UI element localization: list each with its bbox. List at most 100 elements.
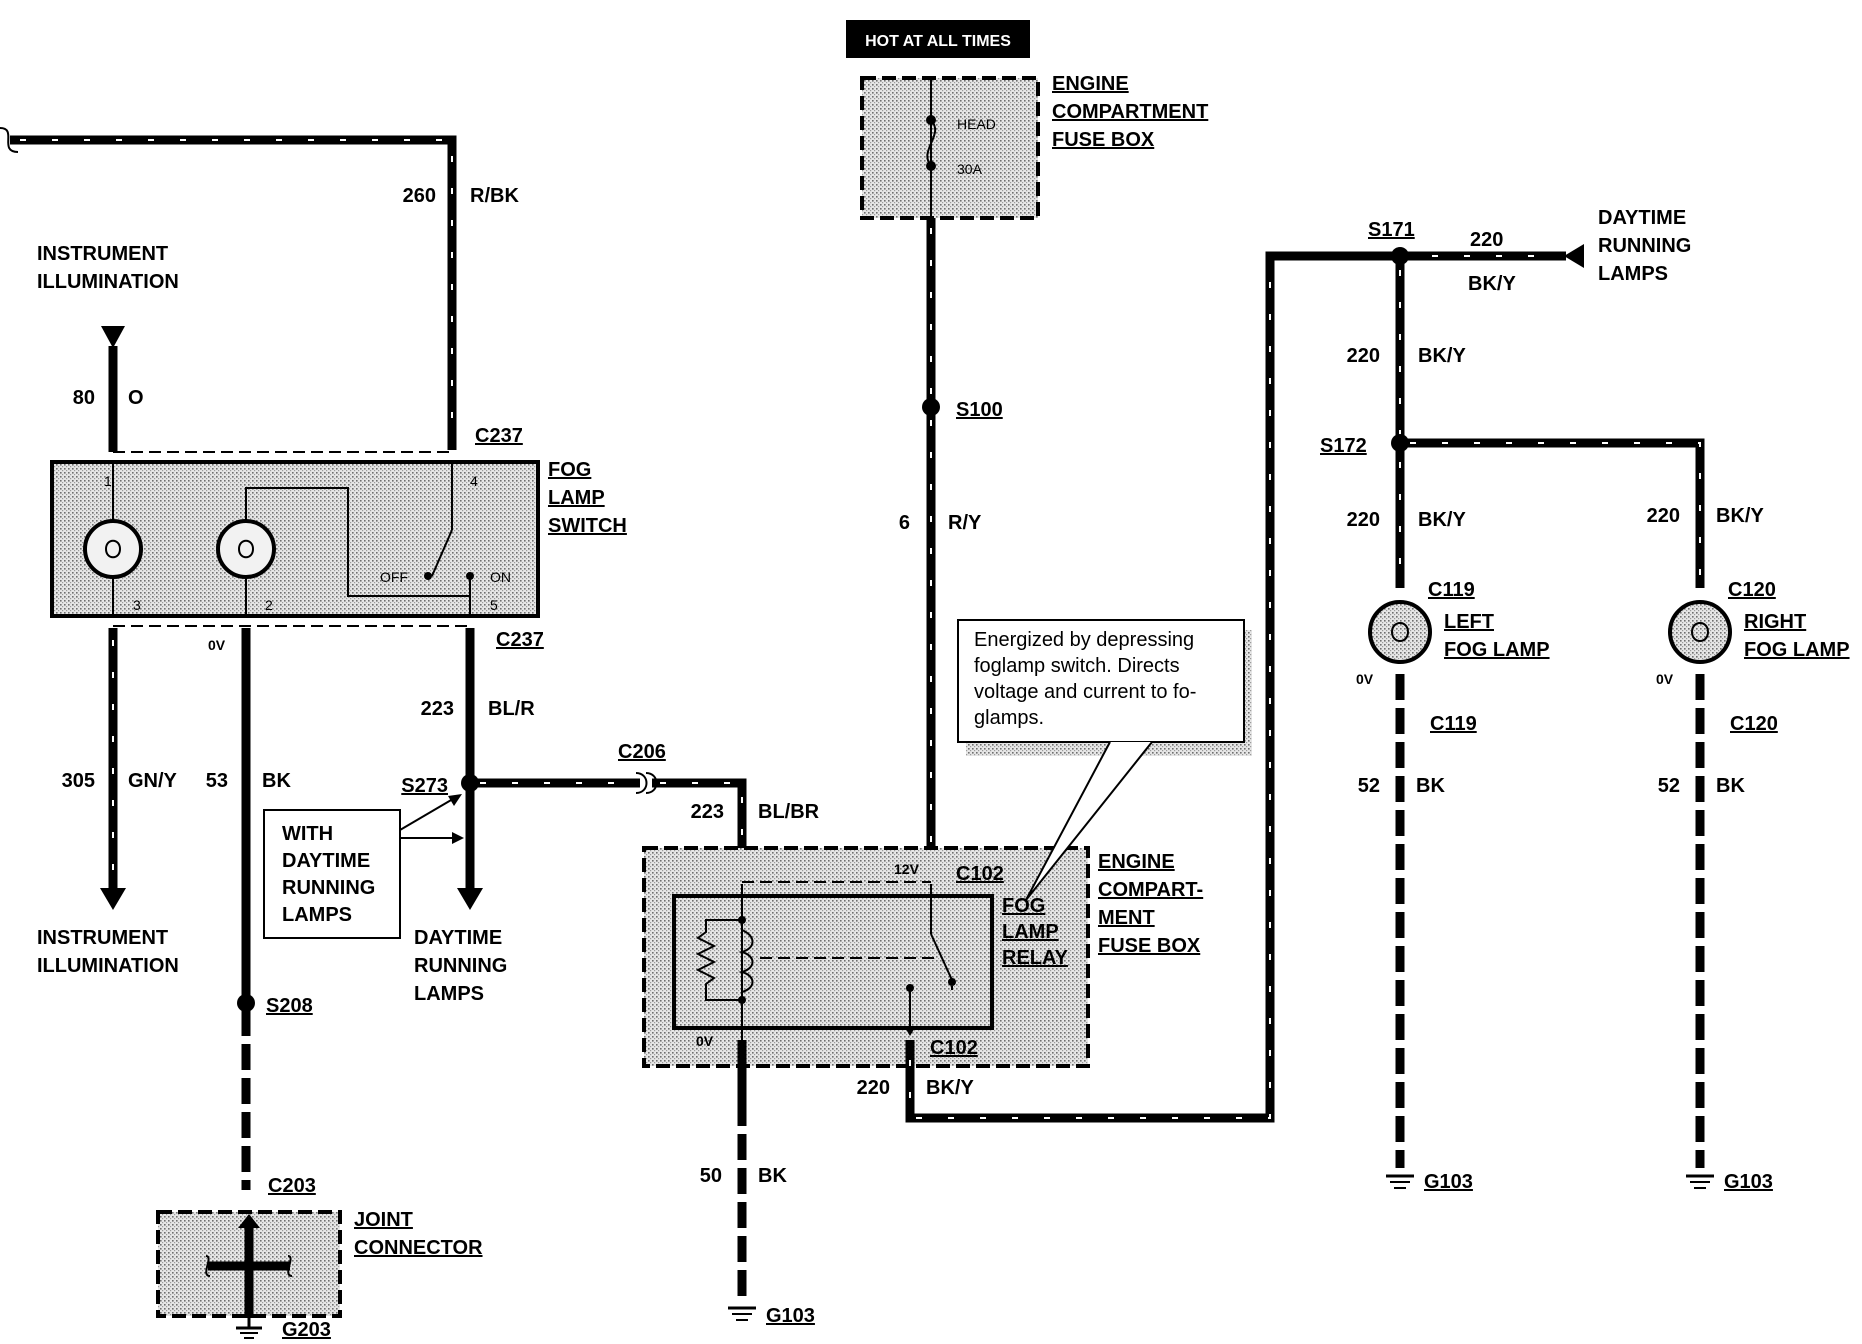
callout-box bbox=[957, 619, 1245, 743]
wire-305-num: 305 bbox=[62, 770, 95, 792]
wire-260-color: R/BK bbox=[470, 185, 519, 207]
hot-at-all-times-label-bg bbox=[846, 20, 1030, 58]
left-fog-lamp-label-1: LEFT bbox=[1444, 611, 1494, 633]
switch-pin-1: 1 bbox=[104, 473, 112, 489]
engine-fuse-box-top-label-3: FUSE BOX bbox=[1052, 129, 1155, 151]
connector-c119-top: C119 bbox=[1428, 579, 1475, 601]
wire-223-blbr-2 bbox=[652, 778, 747, 880]
callout-line-1: Energized by depressing bbox=[974, 629, 1194, 651]
drl-bottom-label-2: RUNNING bbox=[414, 955, 507, 977]
drl-bottom-label-1: DAYTIME bbox=[414, 927, 502, 949]
splice-s208-label: S208 bbox=[266, 995, 313, 1017]
instrument-illumination-top-1: INSTRUMENT bbox=[37, 243, 168, 265]
connector-c102-bottom: C102 bbox=[930, 1037, 978, 1059]
wire-220-relay-num: 220 bbox=[857, 1077, 890, 1099]
wire-52-left-num: 52 bbox=[1358, 775, 1380, 797]
instrument-illumination-top-2: ILLUMINATION bbox=[37, 271, 179, 293]
left-fog-lamp-bulb bbox=[1368, 600, 1432, 664]
with-drl-note-box bbox=[263, 809, 401, 939]
engine-fuse-box-relay-label-4: FUSE BOX bbox=[1098, 935, 1201, 957]
wire-53-color: BK bbox=[262, 770, 291, 792]
voltage-12v-relay: 12V bbox=[894, 861, 920, 877]
callout-line-3: voltage and current to fo- bbox=[974, 681, 1196, 703]
voltage-0v-right: 0V bbox=[1656, 671, 1674, 687]
wire-220-drl-num: 220 bbox=[1470, 229, 1503, 251]
wire-220-s171-color: BK/Y bbox=[1418, 345, 1466, 367]
wire-220-left-color: BK/Y bbox=[1418, 509, 1466, 531]
ground-g103-right-symbol bbox=[1686, 1174, 1714, 1189]
left-fog-lamp-label-2: FOG LAMP bbox=[1444, 639, 1550, 661]
ground-g103-left-symbol bbox=[1386, 1174, 1414, 1189]
drl-right-label-2: RUNNING bbox=[1598, 235, 1691, 257]
engine-fuse-box-top bbox=[860, 76, 1040, 220]
wire-52-right-num: 52 bbox=[1658, 775, 1680, 797]
wire-52-left-color: BK bbox=[1416, 775, 1445, 797]
fuse-name: HEAD bbox=[957, 116, 996, 132]
switch-pin-4: 4 bbox=[470, 473, 478, 489]
wire-220-s171-num: 220 bbox=[1347, 345, 1380, 367]
wire-80-color: O bbox=[128, 387, 144, 409]
wire-53-num: 53 bbox=[206, 770, 228, 792]
ground-g103-left: G103 bbox=[1424, 1171, 1473, 1193]
wire-260 bbox=[10, 135, 457, 450]
fog-lamp-relay-label-3: RELAY bbox=[1002, 947, 1069, 969]
wire-80-num: 80 bbox=[73, 387, 95, 409]
ground-g203: G203 bbox=[282, 1319, 331, 1341]
fuse-rating: 30A bbox=[957, 161, 983, 177]
callout-line-4: glamps. bbox=[974, 707, 1044, 729]
wire-50-num: 50 bbox=[700, 1165, 722, 1187]
ground-g103-relay: G103 bbox=[766, 1305, 815, 1327]
fog-lamp-relay-label-2: LAMP bbox=[1002, 921, 1059, 943]
voltage-0v-relay: 0V bbox=[696, 1033, 714, 1049]
engine-fuse-box-top-label-2: COMPARTMENT bbox=[1052, 101, 1208, 123]
splice-s208 bbox=[237, 994, 255, 1012]
right-fog-lamp-bulb bbox=[1668, 600, 1732, 664]
wire-260-num: 260 bbox=[403, 185, 436, 207]
ground-g103-relay-symbol bbox=[728, 1306, 756, 1321]
with-drl-label-2: DAYTIME bbox=[282, 850, 370, 872]
switch-pin-5: 5 bbox=[490, 597, 498, 613]
switch-illumination-bulb-2 bbox=[216, 519, 276, 579]
engine-fuse-box-relay-label-3: MENT bbox=[1098, 907, 1155, 929]
splice-s273-label: S273 bbox=[401, 775, 448, 797]
drl-right-label-1: DAYTIME bbox=[1598, 207, 1686, 229]
wire-220-relay-color: BK/Y bbox=[926, 1077, 974, 1099]
wire-220-left-num: 220 bbox=[1347, 509, 1380, 531]
fog-lamp-switch-label-1: FOG bbox=[548, 459, 591, 481]
right-fog-lamp-label-2: FOG LAMP bbox=[1744, 639, 1850, 661]
joint-connector-label-2: CONNECTOR bbox=[354, 1237, 483, 1259]
hot-at-all-times-label: HOT AT ALL TIMES bbox=[865, 33, 1011, 50]
wire-223-blbr-num: 223 bbox=[691, 801, 724, 823]
switch-position-on: ON bbox=[490, 569, 511, 585]
drl-connector-arrow bbox=[1564, 244, 1584, 268]
switch-illumination-bulb-1 bbox=[83, 519, 143, 579]
engine-fuse-box-top-label-1: ENGINE bbox=[1052, 73, 1129, 95]
voltage-0v-switch: 0V bbox=[208, 637, 226, 653]
connector-c203: C203 bbox=[268, 1175, 316, 1197]
connector-c120-top: C120 bbox=[1728, 579, 1776, 601]
wire-220-right-color: BK/Y bbox=[1716, 505, 1764, 527]
splice-s172-label: S172 bbox=[1320, 435, 1367, 457]
wire-223-blr-color: BL/R bbox=[488, 698, 535, 720]
connector-c120-bottom: C120 bbox=[1730, 713, 1778, 735]
connector-c102-top: C102 bbox=[956, 863, 1004, 885]
fog-lamp-switch-label-2: LAMP bbox=[548, 487, 605, 509]
drl-bottom-label-3: LAMPS bbox=[414, 983, 484, 1005]
connector-c237-bottom: C237 bbox=[496, 629, 544, 651]
drl-right-label-3: LAMPS bbox=[1598, 263, 1668, 285]
splice-s100 bbox=[922, 398, 940, 416]
connector-c206: C206 bbox=[618, 741, 666, 763]
wire-223-blbr-color: BL/BR bbox=[758, 801, 820, 823]
with-drl-label-4: LAMPS bbox=[282, 904, 352, 926]
wire-50-color: BK bbox=[758, 1165, 787, 1187]
splice-s100-label: S100 bbox=[956, 399, 1003, 421]
wire-220-drl-color: BK/Y bbox=[1468, 273, 1516, 295]
splice-s171-label: S171 bbox=[1368, 219, 1415, 241]
fog-lamp-switch-label-3: SWITCH bbox=[548, 515, 627, 537]
engine-fuse-box-relay-label-1: ENGINE bbox=[1098, 851, 1175, 873]
right-fog-lamp-label-1: RIGHT bbox=[1744, 611, 1806, 633]
voltage-0v-left: 0V bbox=[1356, 671, 1374, 687]
wire-305-color: GN/Y bbox=[128, 770, 178, 792]
engine-fuse-box-relay-label-2: COMPART- bbox=[1098, 879, 1203, 901]
